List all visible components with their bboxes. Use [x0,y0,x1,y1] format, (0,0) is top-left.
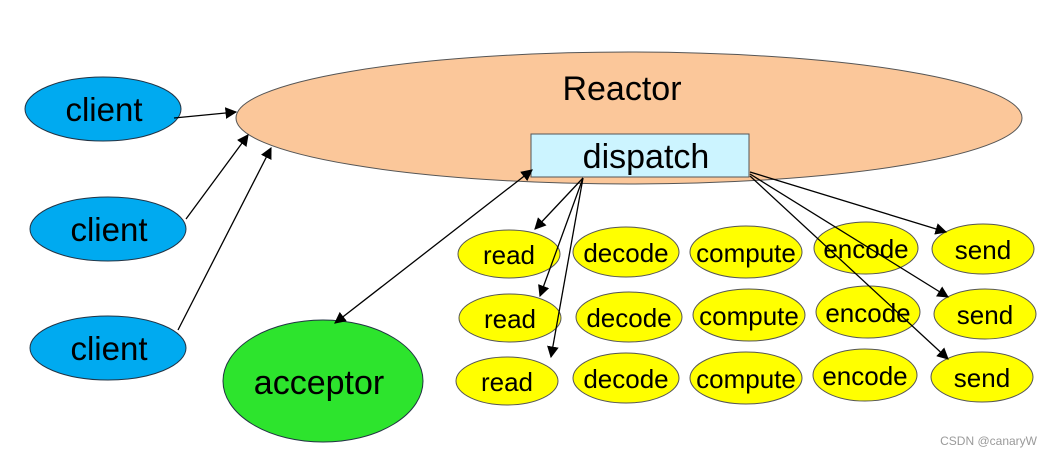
client-to-reactor-arrow [177,146,272,331]
compute-task: compute [692,288,806,342]
decode-task: decode [575,291,683,343]
dispatch-to-read-arrow [538,177,584,298]
acceptor-label: acceptor [254,364,384,402]
compute-label: compute [699,301,799,331]
dispatch-acceptor-arrow [334,169,533,324]
client-to-reactor-arrow [185,134,249,220]
watermark: CSDN @canaryW [940,434,1037,448]
compute-task: compute [689,225,803,279]
encode-task: encode [815,285,921,339]
compute-label: compute [696,238,796,268]
dispatch-label: dispatch [583,138,710,176]
reactor-label: Reactor [562,70,681,108]
client-node: client [29,196,187,262]
send-task: send [930,351,1034,403]
compute-label: compute [696,364,796,394]
client-label: client [70,211,147,248]
read-task: read [457,229,561,279]
read-task: read [458,293,562,343]
decode-label: decode [583,364,668,394]
decode-task: decode [572,226,680,278]
encode-label: encode [825,298,910,328]
send-label: send [957,300,1013,330]
encode-task: encode [812,348,918,402]
encode-label: encode [823,234,908,264]
client-to-reactor-arrow [173,107,238,119]
client-node: client [29,315,187,381]
client-node: client [24,76,182,142]
acceptor-node: acceptor [222,319,424,443]
decode-label: decode [583,238,668,268]
read-label: read [483,240,535,270]
dispatch-box [530,133,750,178]
encode-label: encode [822,361,907,391]
read-label: read [484,304,536,334]
dispatch-to-read-arrow [547,177,584,359]
dispatch-to-read-arrow [534,177,584,230]
encode-task: encode [813,221,919,275]
read-task: read [455,356,559,406]
dispatch-to-send-arrow [749,171,948,235]
decode-label: decode [586,303,671,333]
client-label: client [70,330,147,367]
compute-task: compute [689,351,803,405]
send-label: send [955,235,1011,265]
send-label: send [954,363,1010,393]
send-task: send [933,288,1037,340]
send-task: send [931,223,1035,275]
decode-task: decode [572,352,680,404]
dispatch-to-send-arrow [749,173,949,298]
dispatch-to-send-arrow [749,175,949,360]
client-label: client [65,91,142,128]
read-label: read [481,367,533,397]
